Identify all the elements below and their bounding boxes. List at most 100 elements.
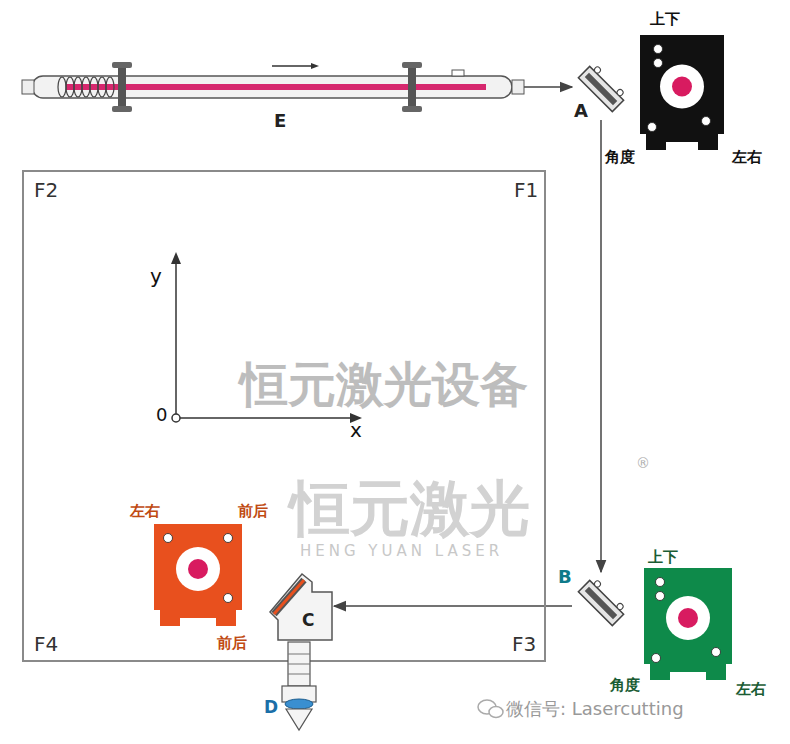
plate-ring	[660, 65, 704, 109]
direction-arrow	[272, 65, 312, 67]
wechat-icon	[478, 700, 503, 718]
adjust-plate-drawing	[154, 524, 242, 626]
plate-screw-hole	[648, 123, 657, 132]
plate-screw-hole	[712, 648, 721, 657]
nozzle-ring	[288, 664, 310, 665]
watermark: 微信号: Lasercutting	[506, 700, 684, 718]
plate-screw-hole	[656, 578, 665, 587]
axis-label: y	[150, 266, 162, 286]
part-label: 上下	[648, 548, 678, 566]
head-mirror	[274, 580, 304, 614]
mirror-bolt	[616, 88, 624, 96]
mirror-bolt	[593, 580, 601, 588]
plate-center	[672, 77, 692, 97]
part-label: B	[558, 566, 572, 588]
plate-screw-hole	[224, 534, 233, 543]
mirror-bolt	[593, 66, 601, 74]
icon-bubble	[489, 707, 503, 718]
nozzle-ring	[288, 674, 310, 675]
flange	[408, 66, 416, 110]
mirror-glass	[585, 73, 618, 106]
tube-cap	[22, 80, 34, 94]
flange-foot	[112, 62, 132, 68]
focus-lens-drawing	[280, 642, 318, 732]
part-label: F3	[512, 632, 536, 656]
work-area: F2F1F4F3左右前后前后CD	[22, 170, 546, 662]
reflector-mirror: B	[572, 572, 630, 634]
plate-screw-hole	[702, 117, 711, 126]
tube-tab	[452, 70, 464, 76]
laser-beam	[524, 86, 572, 88]
coil-winding	[58, 77, 66, 97]
coil-winding	[82, 77, 90, 97]
part-label: E	[274, 110, 286, 132]
part-label: D	[264, 697, 278, 717]
part-label: 上下	[650, 10, 680, 28]
part-label: 前后	[217, 634, 247, 652]
plate-ring	[176, 547, 220, 591]
watermark: 恒元激光	[290, 478, 530, 538]
adjust-plate-drawing	[640, 35, 724, 150]
flange-foot	[402, 62, 422, 68]
part-label: 角度	[610, 676, 640, 694]
coil-winding	[106, 77, 114, 97]
part-label: 左右	[130, 502, 160, 520]
coil-winding	[74, 77, 82, 97]
plate-screw-hole	[656, 592, 665, 601]
adjust-plate	[154, 524, 242, 626]
tube-discharge	[66, 84, 486, 90]
part-label: F4	[34, 632, 58, 656]
laser-beam	[334, 605, 572, 607]
reflector-mirror: A	[572, 58, 630, 120]
adjust-plate	[644, 568, 732, 680]
work-area-drawing	[24, 172, 548, 664]
tube-glass	[32, 76, 512, 98]
plate-screw-hole	[224, 594, 233, 603]
plate-screw-hole	[654, 45, 663, 54]
laser-head: C	[264, 570, 334, 642]
nozzle-cone	[286, 709, 312, 730]
y-axis-head	[171, 252, 181, 264]
mirror-glass	[585, 587, 618, 620]
part-label: 左右	[736, 680, 766, 698]
watermark: 恒元激光设备	[240, 360, 528, 408]
laser-beam	[600, 120, 602, 572]
reflector-mirror-drawing	[572, 572, 630, 634]
watermark: ®	[636, 456, 650, 470]
part-label: F1	[514, 178, 538, 202]
flange-foot	[112, 106, 132, 112]
adjust-plate-drawing	[644, 568, 732, 680]
part-label: 左右	[732, 148, 762, 166]
y-axis	[175, 262, 177, 418]
adjust-plate	[640, 35, 724, 150]
head-bracket	[270, 574, 332, 640]
origin-dot	[172, 414, 180, 422]
adjust-plate: 上下角度左右	[640, 35, 724, 150]
plate-screw-hole	[164, 534, 173, 543]
nozzle-tube	[288, 642, 310, 686]
x-axis	[176, 417, 352, 419]
watermark: HENG YUAN LASER	[300, 544, 503, 559]
plate-screw-hole	[652, 654, 661, 663]
tube-cap	[512, 80, 524, 94]
part-label: F2	[34, 178, 58, 202]
axis-label: 0	[156, 406, 167, 424]
plate-screw-hole	[654, 59, 663, 68]
part-label: C	[302, 610, 314, 630]
laser-tube-drawing	[22, 60, 524, 132]
nozzle-ring	[288, 654, 310, 655]
laser-head-drawing	[264, 570, 334, 642]
focus-lens	[285, 699, 313, 709]
axis-label: x	[350, 420, 362, 440]
coil-winding	[66, 77, 74, 97]
laser-tube: E	[22, 60, 524, 132]
part-label: A	[574, 100, 588, 122]
mirror-holder	[578, 580, 623, 625]
head-mirror-glass	[274, 580, 304, 614]
plate-center	[678, 608, 698, 628]
coil-winding	[98, 77, 106, 97]
part-label: 前后	[238, 502, 268, 520]
adjust-plate: 上下角度左右	[644, 568, 732, 680]
plate-ring	[666, 596, 710, 640]
